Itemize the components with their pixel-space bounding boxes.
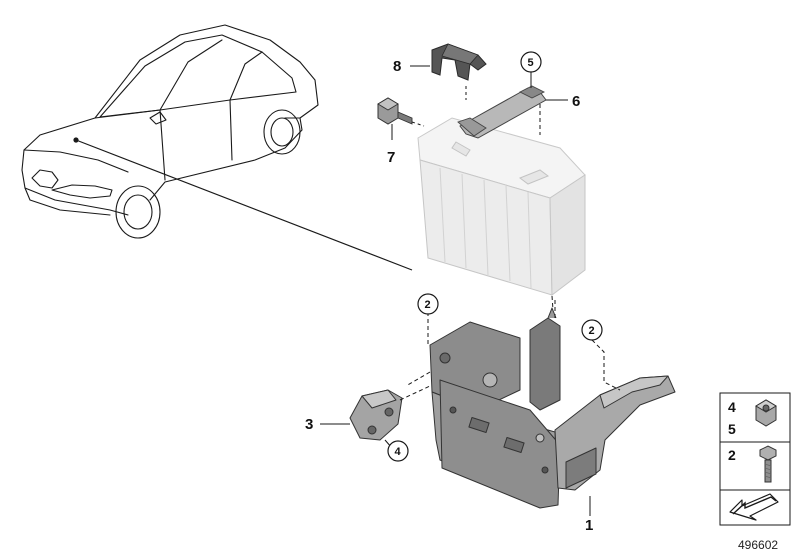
part-3-side-bracket [349, 385, 431, 441]
callout-4-circle [387, 440, 409, 462]
part-8-terminal-cover [431, 43, 487, 100]
callout-2a-circle [417, 293, 439, 315]
callout-7: 7 [387, 149, 395, 166]
callout-2b: 2 [589, 325, 595, 337]
battery-illustration [417, 117, 586, 311]
legend-label-5: 5 [728, 421, 736, 437]
wedge-arrow-icon [729, 493, 779, 521]
legend-label-4: 4 [728, 399, 736, 415]
reference-number: 496602 [738, 538, 778, 552]
part-7-connector [377, 97, 425, 127]
hex-bolt-icon [759, 445, 777, 483]
callout-1: 1 [585, 517, 593, 534]
callout-2a: 2 [425, 299, 431, 311]
callout-4: 4 [395, 446, 402, 458]
callout-5: 5 [528, 57, 534, 69]
hex-nut-icon [755, 399, 777, 427]
callout-5-circle [520, 51, 542, 73]
callout-2b-circle [581, 319, 603, 341]
legend-label-2: 2 [728, 447, 736, 463]
part-6-hold-down-clamp [457, 85, 547, 139]
callout-6: 6 [572, 93, 580, 110]
part-1-battery-tray [429, 307, 676, 509]
fastener-legend: 4 5 2 [719, 392, 791, 526]
callout-3: 3 [305, 416, 313, 433]
car-outline-illustration [21, 24, 319, 239]
leader-lines [320, 65, 621, 516]
callout-8: 8 [393, 58, 401, 75]
location-leader-line [75, 139, 413, 271]
